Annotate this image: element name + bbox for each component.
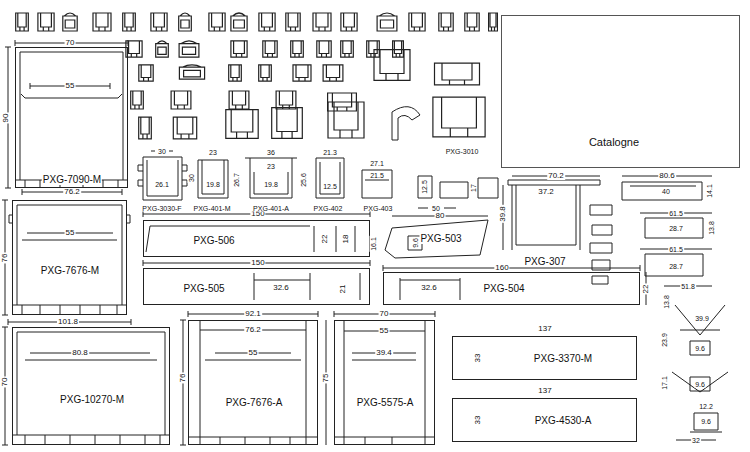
dimension-label: 18 (342, 234, 350, 245)
part-name: PXG-401-M (193, 205, 232, 212)
profile-box: Catalogne (501, 15, 740, 168)
profile-name: Catalogne (588, 137, 640, 148)
dimension-label: 92.1 (244, 310, 262, 318)
part-name: PXG-403 (363, 205, 394, 212)
part-name: PXG-307 (523, 257, 566, 267)
profile-name: PXG-504 (482, 284, 525, 294)
dimension-label: 14.1 (706, 183, 713, 199)
dimension-label: 70 (65, 39, 76, 47)
dimension-label: 80 (435, 212, 446, 220)
dimension-label: 55 (65, 82, 76, 90)
dimension-label: 50 (431, 205, 441, 212)
part-name: PXG-3030-F (141, 205, 182, 212)
profile-box: PXG-7090-M (15, 47, 128, 188)
profile-box: PXG-506 (143, 220, 370, 257)
dimension-label: 25.6 (300, 172, 307, 188)
dimension-label: 37.2 (537, 188, 555, 196)
dimension-label: 28.7 (668, 263, 684, 270)
dimension-label: 19.8 (205, 181, 221, 188)
dimension-label: 39.4 (375, 349, 393, 357)
profile-name: PXG-505 (182, 284, 225, 294)
dimension-label: 40 (661, 188, 671, 195)
dimension-label: 21.5 (369, 172, 385, 179)
dimension-label: 9.6 (694, 381, 706, 388)
dimension-label: 160 (494, 264, 509, 272)
profile-name: PXG-7090-M (42, 175, 102, 185)
dimension-label: 76.2 (244, 326, 262, 334)
dimension-label: 76 (1, 253, 9, 264)
profile-box: PXG-505 (143, 268, 370, 305)
dimension-label: 19.8 (263, 181, 279, 188)
dimension-label: 90 (2, 113, 10, 124)
dimension-label: 13.8 (663, 294, 670, 310)
dimension-label: 32.6 (272, 284, 290, 292)
dimension-label: 70 (379, 310, 390, 318)
part-name: PXG-401-A (252, 205, 290, 212)
dimension-label: 101.8 (57, 318, 79, 326)
dimension-label: 75 (322, 373, 330, 384)
dimension-label: 9.6 (700, 418, 712, 425)
dimension-label: 150 (250, 259, 265, 267)
dimension-label: 39.8 (499, 205, 507, 223)
dimension-label: 76.2 (63, 188, 81, 196)
dimension-label: 12.5 (421, 179, 428, 195)
dimension-label: 22 (321, 234, 329, 245)
dimension-label: 21.3 (322, 149, 338, 156)
dimension-label: 55 (379, 327, 390, 335)
dimension-label: 12.2 (698, 403, 714, 410)
dimension-label: 9.6 (412, 237, 419, 249)
profile-name: PXG-10270-M (59, 395, 125, 405)
dimension-label: 23.9 (661, 332, 668, 348)
part-name: PXG-3010 (445, 148, 480, 155)
dimension-label: 33 (474, 353, 482, 364)
dimension-label: 61.5 (668, 246, 684, 253)
dimension-label: 70.2 (547, 172, 565, 180)
dimension-label: 51.8 (680, 283, 696, 290)
dimension-label: 28.7 (668, 225, 684, 232)
dimension-label: 80.8 (71, 349, 89, 357)
dimension-label: 39.9 (694, 315, 710, 322)
dimension-label: 137 (537, 325, 552, 333)
dimension-label: 32.6 (420, 284, 438, 292)
profile-name: PXG-7676-A (225, 398, 284, 408)
profile-box: PXG-7676-M (12, 200, 127, 315)
dimension-label: 76 (179, 373, 187, 384)
dimension-label: 23 (266, 163, 276, 170)
dimension-label: 23 (208, 149, 218, 156)
profile-box: PXG-7676-A (188, 320, 318, 445)
profile-name: PXG-5575-A (356, 398, 415, 408)
profile-box: PXG-10270-M (12, 327, 170, 445)
profile-name: PXG-3370-M (533, 354, 593, 364)
dimension-label: 55 (248, 349, 259, 357)
dimension-label: 26.1 (154, 181, 170, 188)
dimension-label: 80.6 (658, 172, 676, 180)
dimension-label: 17.1 (661, 375, 668, 391)
dimension-label: 12.5 (322, 183, 338, 190)
dimension-label: 16.1 (370, 236, 377, 252)
dimension-label: 22 (642, 284, 650, 295)
dimension-label: 30 (188, 173, 195, 183)
dimension-label: 33 (474, 415, 482, 426)
dimension-label: 27.1 (369, 160, 385, 167)
profile-box: PXG-5575-A (334, 320, 435, 445)
dimension-label: 26.7 (233, 172, 240, 188)
profile-name: PXG-7676-M (40, 266, 100, 276)
dimension-label: 55 (65, 229, 76, 237)
dimension-label: 32 (691, 437, 701, 444)
dimension-label: 17 (470, 183, 477, 193)
dimension-label: 70 (1, 377, 9, 388)
dimension-label: 21 (339, 284, 347, 295)
dimension-label: 137 (537, 387, 552, 395)
profile-name: PXG-506 (192, 236, 235, 246)
dimension-label: 61.5 (668, 210, 684, 217)
profile-name: PXG-4530-A (534, 416, 593, 426)
dimension-label: 36 (266, 149, 276, 156)
dimension-label: 30 (157, 148, 167, 155)
dimension-label: 9.6 (694, 345, 706, 352)
part-name: PXG-402 (313, 205, 344, 212)
part-name: PXG-503 (419, 234, 462, 244)
dimension-label: 13.8 (708, 220, 715, 236)
